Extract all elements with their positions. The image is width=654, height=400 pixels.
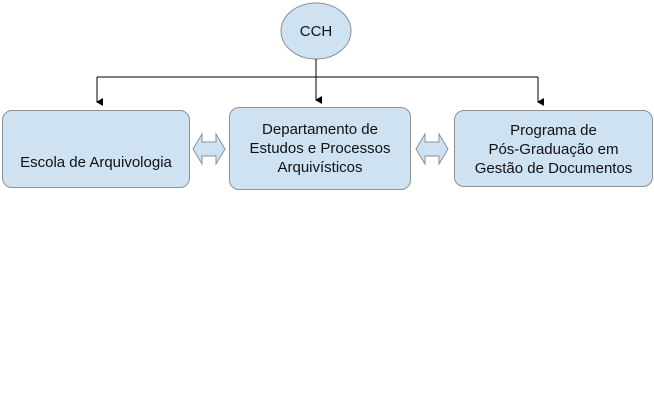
node-label: Escola de Arquivologia <box>20 153 172 171</box>
node-escola-de-arquivologia: Escola de Arquivologia <box>2 110 190 188</box>
node-label: Programa de Pós-Graduação em Gestão de D… <box>474 122 633 177</box>
node-departamento: Departamento de Estudos e Processos Arqu… <box>229 107 411 190</box>
node-label: Departamento de Estudos e Processos Arqu… <box>249 121 391 176</box>
double-arrow-right <box>415 132 449 166</box>
double-arrow-left <box>192 132 226 166</box>
root-node-label: CCH <box>299 22 333 40</box>
node-programa-pos-graduacao: Programa de Pós-Graduação em Gestão de D… <box>454 110 653 187</box>
root-node-cch: CCH <box>281 3 351 59</box>
